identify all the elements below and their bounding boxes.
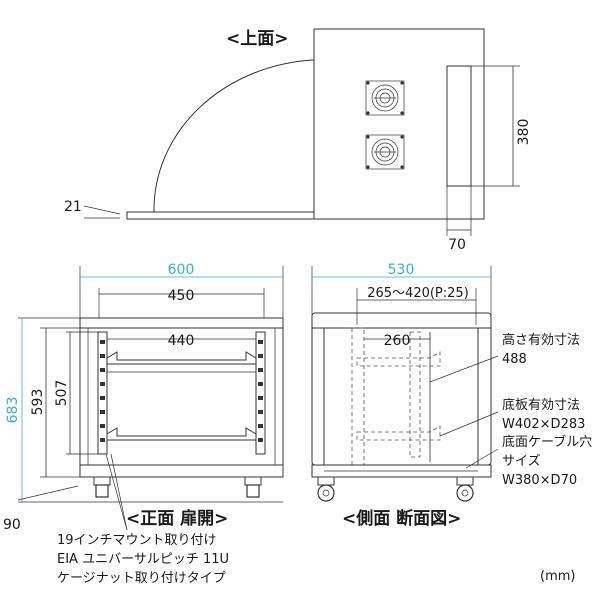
shelf-lower bbox=[106, 427, 257, 441]
dim-21: 21 bbox=[64, 199, 82, 215]
note-rack-line3: ケージナット取り付けタイプ bbox=[57, 571, 226, 586]
dim-450: 450 bbox=[168, 288, 195, 304]
caster-front bbox=[317, 484, 335, 502]
front-view-label: <正面 扉開> bbox=[126, 508, 228, 529]
dim-260: 260 bbox=[384, 333, 411, 349]
dim-530: 530 bbox=[388, 262, 415, 278]
fan-icon bbox=[365, 134, 405, 170]
dim-683: 683 bbox=[5, 397, 21, 424]
note-height-line2: 488 bbox=[502, 352, 527, 367]
note-rack-line1: 19インチマウント取り付け bbox=[57, 533, 217, 548]
caster-left bbox=[95, 484, 109, 498]
dim-440: 440 bbox=[168, 333, 195, 349]
note-cable-line2: サイズ bbox=[502, 453, 541, 469]
dim-380: 380 bbox=[516, 119, 532, 146]
note-shelf-line2: W402×D283 bbox=[502, 417, 585, 432]
top-panel bbox=[313, 28, 485, 220]
dim-90: 90 bbox=[3, 517, 21, 533]
front-rail-dashed bbox=[351, 327, 365, 466]
note-rack-line2: EIA ユニバーサルピッチ 11U bbox=[57, 552, 229, 567]
front-view: 600 450 440 bbox=[3, 262, 284, 586]
door-swing-arc bbox=[153, 59, 315, 211]
rack-rail-right bbox=[255, 331, 266, 455]
cable-slot bbox=[446, 65, 472, 187]
rail-holes bbox=[100, 340, 263, 442]
side-view-label: <側面 断面図> bbox=[342, 508, 461, 529]
caster-rear bbox=[456, 484, 474, 502]
dim-507: 507 bbox=[54, 380, 70, 407]
unit-label: (mm) bbox=[540, 569, 575, 584]
dim-rail-range: 265～420(P:25) bbox=[367, 286, 469, 301]
note-cable-line1: 底面ケーブル穴 bbox=[502, 434, 592, 450]
note-shelf-line1: 底板有効寸法 bbox=[502, 397, 580, 413]
top-view-label: <上面> bbox=[226, 29, 289, 49]
dim-593: 593 bbox=[30, 389, 46, 416]
side-view: 530 265～420(P:25) 260 <側面 断面図> bbox=[311, 262, 592, 529]
door-plate bbox=[126, 211, 315, 220]
dim-600: 600 bbox=[168, 262, 195, 278]
shelf-upper bbox=[106, 351, 257, 365]
top-view: <上面> 380 bbox=[64, 28, 532, 253]
dim-70: 70 bbox=[448, 237, 466, 253]
note-height-line1: 高さ有効寸法 bbox=[502, 332, 580, 348]
rear-rail-dashed bbox=[409, 331, 421, 458]
rack-rail-left bbox=[97, 331, 108, 455]
shelf-lower-dashed bbox=[356, 425, 441, 441]
front-base bbox=[79, 464, 284, 478]
side-base bbox=[311, 464, 492, 478]
shelf-upper-dashed bbox=[356, 351, 441, 367]
caster-right bbox=[246, 484, 260, 498]
fan-icon bbox=[365, 80, 405, 116]
note-cable-line3: W380×D70 bbox=[502, 473, 577, 488]
